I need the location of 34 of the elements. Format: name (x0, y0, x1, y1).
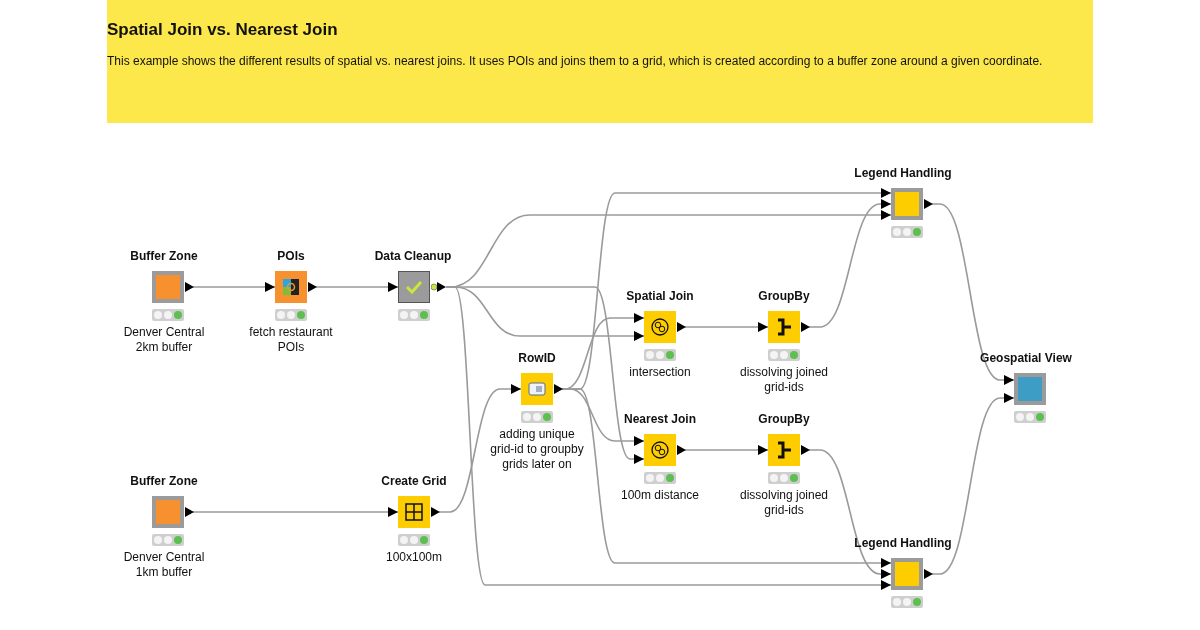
connector-arrow (192, 507, 399, 517)
node-annotation: dissolving joined grid-ids (738, 488, 830, 518)
node-annotation: fetch restaurant POIs (248, 325, 334, 355)
node-annotation: Denver Central 1km buffer (122, 550, 206, 580)
node-annotation: Denver Central 2km buffer (122, 325, 206, 355)
connector-arrow (315, 282, 399, 292)
connector-arrow (438, 384, 522, 513)
node-title: Nearest Join (624, 412, 696, 426)
node-title: Data Cleanup (374, 249, 452, 263)
node-title: RowID (518, 351, 556, 365)
node-annotation: 100m distance (619, 488, 700, 503)
connector-arrow (192, 282, 276, 292)
node-annotation: intersection (628, 365, 692, 380)
node-title: GroupBy (758, 289, 810, 303)
node-annotation: dissolving joined grid-ids (738, 365, 830, 395)
node-title: GroupBy (758, 412, 810, 426)
connector-arrow (931, 393, 1015, 575)
node-annotation: adding unique grid-id to groupby grids later on (490, 427, 584, 472)
node-annotation: 100x100m (384, 550, 443, 565)
node-title: Legend Handling (854, 166, 952, 180)
node-title: Geospatial View (980, 351, 1072, 365)
node-title: POIs (277, 249, 305, 263)
workflow-description: This example shows the different results of spatial vs. nearest joins. It uses POIs and joins them to a grid, which is created according to a buffer zone around a given coordinate. (107, 54, 1044, 69)
connector-arrow (808, 199, 892, 328)
node-title: Legend Handling (854, 536, 952, 550)
connector-arrow (808, 449, 892, 579)
connector-arrow (684, 322, 769, 332)
node-title: Buffer Zone (130, 474, 198, 488)
connector-arrow (684, 445, 769, 455)
node-title: Spatial Join (626, 289, 694, 303)
workflow-title: Spatial Join vs. Nearest Join (107, 20, 338, 40)
node-title: Buffer Zone (130, 249, 198, 263)
node-title: Create Grid (381, 474, 447, 488)
connector-arrow (931, 203, 1015, 385)
